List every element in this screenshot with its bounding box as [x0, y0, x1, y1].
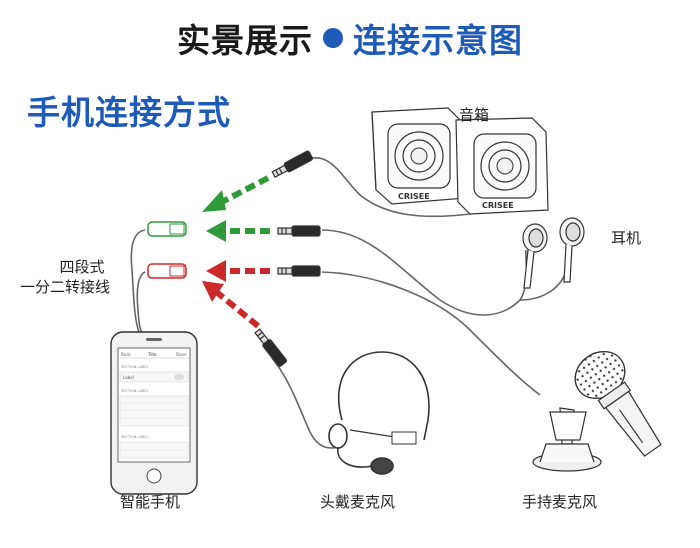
plug-icon: [254, 150, 321, 367]
label-headset-mic: 头戴麦克风: [320, 493, 396, 511]
handheld-mic-icon: [532, 351, 662, 472]
phone-back-text: Back: [121, 352, 131, 357]
earphone-icon: [522, 217, 585, 289]
headset-mic-icon: [328, 351, 430, 475]
phone-done-text: Done: [176, 352, 187, 357]
label-earphone: 耳机: [611, 229, 642, 247]
phone-section-2: SECTION LABEL: [121, 389, 149, 393]
header-title-right: 连接示意图: [353, 21, 523, 60]
header-bullet-dot: [323, 28, 343, 48]
phone-section-3: SECTION LABEL: [121, 435, 149, 439]
speaker-brand-left: CRISEE: [398, 192, 430, 201]
smartphone-icon: Back Title Done SECTION LABEL Label SECT…: [110, 331, 198, 495]
header-title-left: 实景展示: [177, 21, 313, 60]
phone-section-1: SECTION LABEL: [121, 365, 149, 369]
label-splitter-line2: 一分二转接线: [20, 277, 111, 296]
label-speaker: 音箱: [459, 106, 490, 124]
label-splitter: 四段式 一分二转接线: [20, 258, 110, 297]
phone-title-text: Title: [147, 352, 157, 357]
speaker-brand-right: CRISEE: [482, 201, 514, 210]
splitter-cable-icon: [147, 221, 187, 279]
arrow-icon: [202, 175, 270, 329]
label-phone: 智能手机: [120, 493, 181, 511]
label-splitter-line1: 四段式: [59, 258, 105, 276]
phone-row-label: Label: [123, 375, 134, 380]
page-header: 实景展示 连接示意图: [0, 14, 700, 62]
section-subtitle: 手机连接方式: [27, 93, 231, 132]
speaker-icon: CRISEE CRISEE: [371, 107, 549, 215]
label-handheld-mic: 手持麦克风: [522, 493, 598, 511]
